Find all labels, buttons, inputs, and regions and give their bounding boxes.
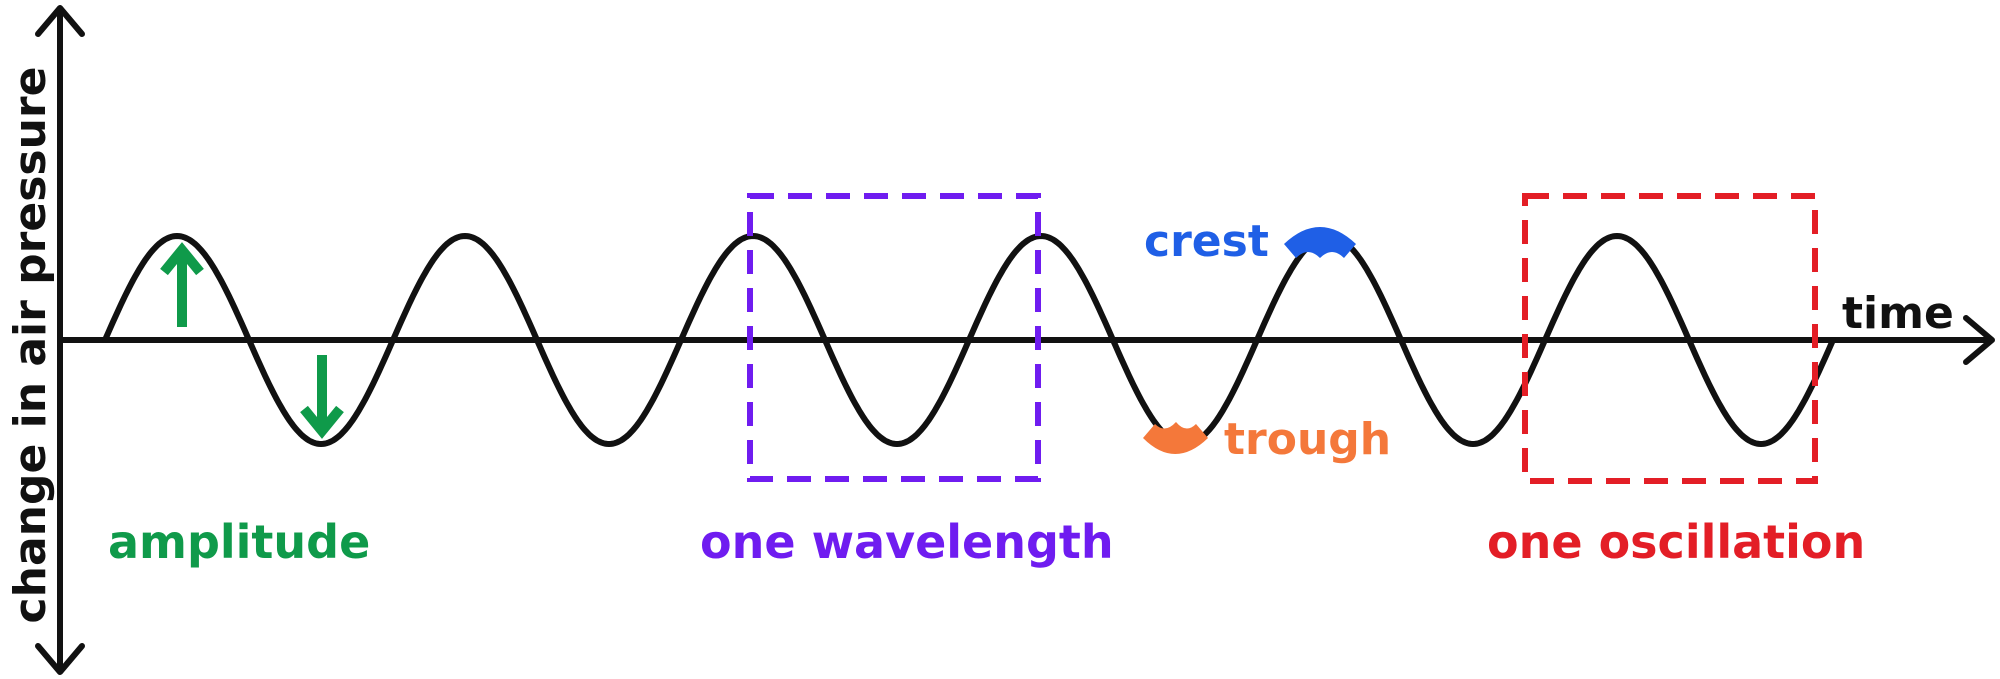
x-axis-label: time xyxy=(1842,288,1954,339)
vertical-axis-top-arrowhead xyxy=(35,5,85,37)
trough-marker xyxy=(1143,422,1208,454)
vertical-axis-bottom-arrowhead xyxy=(35,643,85,675)
oscillation-label: one oscillation xyxy=(1487,515,1865,569)
time-axis-arrowhead xyxy=(1963,315,1995,365)
amplitude-down-arrow xyxy=(300,355,344,439)
wavelength-label: one wavelength xyxy=(700,515,1114,569)
time-axis xyxy=(60,315,1995,365)
trough-label: trough xyxy=(1224,414,1391,465)
sound-wave-curve xyxy=(102,233,1836,447)
oscillation-box xyxy=(1522,193,1818,484)
amplitude-up-arrow xyxy=(160,242,204,327)
y-axis-label: change in air pressure xyxy=(5,67,56,624)
crest-marker xyxy=(1284,227,1356,258)
crest-label: crest xyxy=(1144,216,1269,267)
wavelength-box xyxy=(747,193,1041,482)
amplitude-label: amplitude xyxy=(108,515,370,569)
